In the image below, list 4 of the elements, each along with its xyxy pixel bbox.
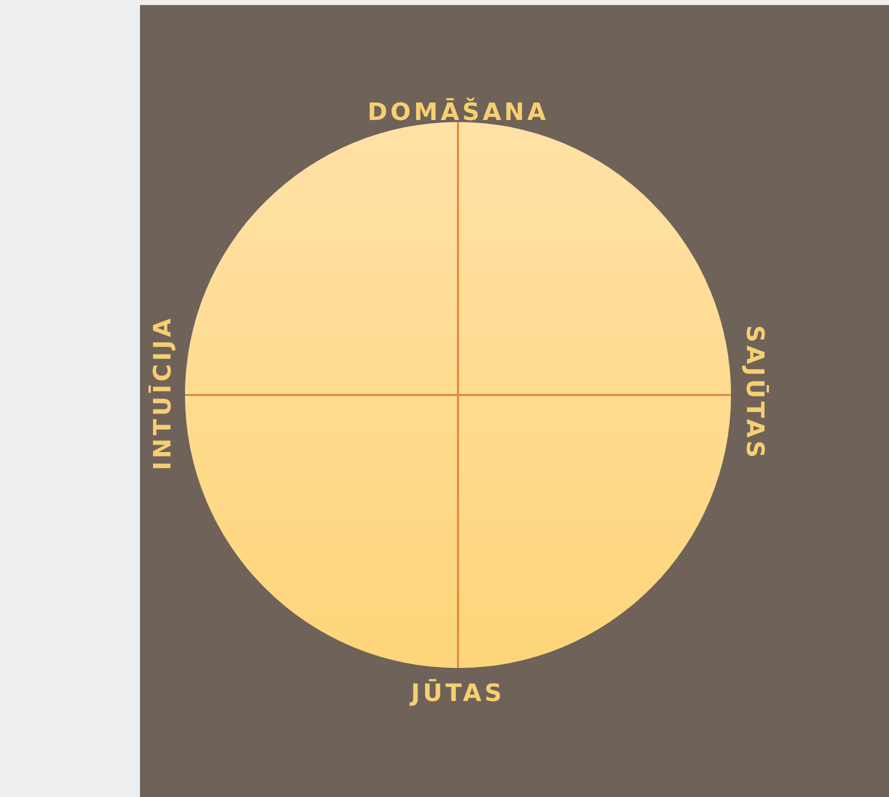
axis-label: DOMĀŠANA [368, 98, 549, 126]
axis-label: INTUĪCIJA [148, 316, 176, 470]
axis-label: SAJŪTAS [740, 325, 769, 461]
axis-label: JŪTAS [411, 679, 505, 707]
